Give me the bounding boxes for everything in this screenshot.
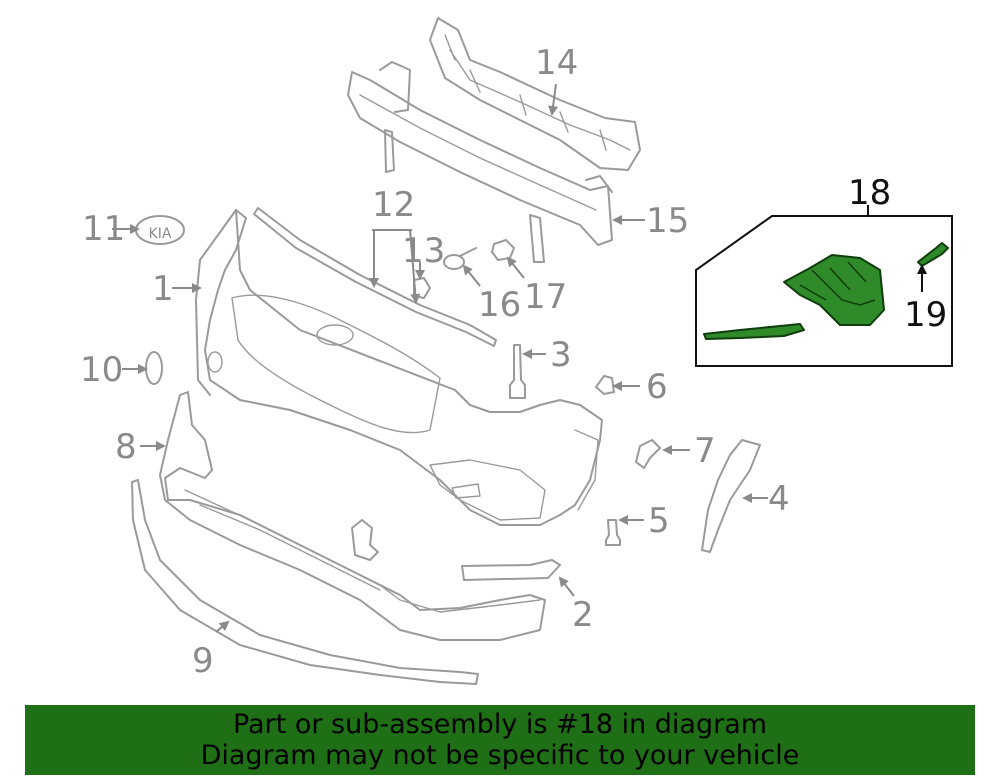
callout-12: 12 <box>372 185 415 225</box>
callout-10: 10 <box>80 350 123 390</box>
nut-part <box>491 239 515 261</box>
bumper-cover-part <box>195 209 603 526</box>
screw-part <box>443 247 477 270</box>
side-bracket-part <box>701 439 761 553</box>
callout-19: 19 <box>904 295 947 335</box>
lower-lip-part <box>131 479 479 685</box>
small-bracket-part <box>635 439 661 469</box>
callout-17: 17 <box>524 277 567 317</box>
callout-11: 11 <box>82 209 125 249</box>
bolt-part <box>605 519 621 546</box>
energy-absorber-part <box>429 17 641 171</box>
bumper-reinforcement-part <box>347 61 613 263</box>
emblem-text: KIA <box>149 226 172 242</box>
fog-lamp-garnish-part <box>703 254 885 340</box>
fastener-19-part <box>917 242 949 267</box>
parts-diagram: KIA 11 1 10 8 9 2 3 <box>80 17 953 685</box>
rivet-part <box>509 344 526 399</box>
upper-trim-strip-part <box>253 207 497 347</box>
callout-6: 6 <box>646 367 668 407</box>
callout-14: 14 <box>535 43 578 83</box>
callout-4: 4 <box>768 479 790 519</box>
callout-18: 18 <box>848 173 891 213</box>
trim-piece-part <box>461 559 561 581</box>
callout-13: 13 <box>402 231 445 271</box>
lamp-part <box>145 351 163 385</box>
clip-part <box>595 375 615 395</box>
callout-7: 7 <box>694 431 716 471</box>
callout-5: 5 <box>648 501 670 541</box>
lower-grille-part <box>159 391 546 641</box>
emblem-part: KIA <box>135 215 185 245</box>
callout-3: 3 <box>550 335 572 375</box>
callout-1: 1 <box>152 269 174 309</box>
inset-box-18 <box>695 215 953 367</box>
notice-banner: Part or sub-assembly is #18 in diagram D… <box>25 705 975 775</box>
callout-15: 15 <box>646 201 689 241</box>
banner-line-2: Diagram may not be specific to your vehi… <box>200 740 800 771</box>
callout-2: 2 <box>572 595 594 635</box>
callout-8: 8 <box>115 427 137 467</box>
callout-9: 9 <box>192 641 214 681</box>
banner-line-1: Part or sub-assembly is #18 in diagram <box>232 709 768 740</box>
callout-16: 16 <box>478 285 521 325</box>
